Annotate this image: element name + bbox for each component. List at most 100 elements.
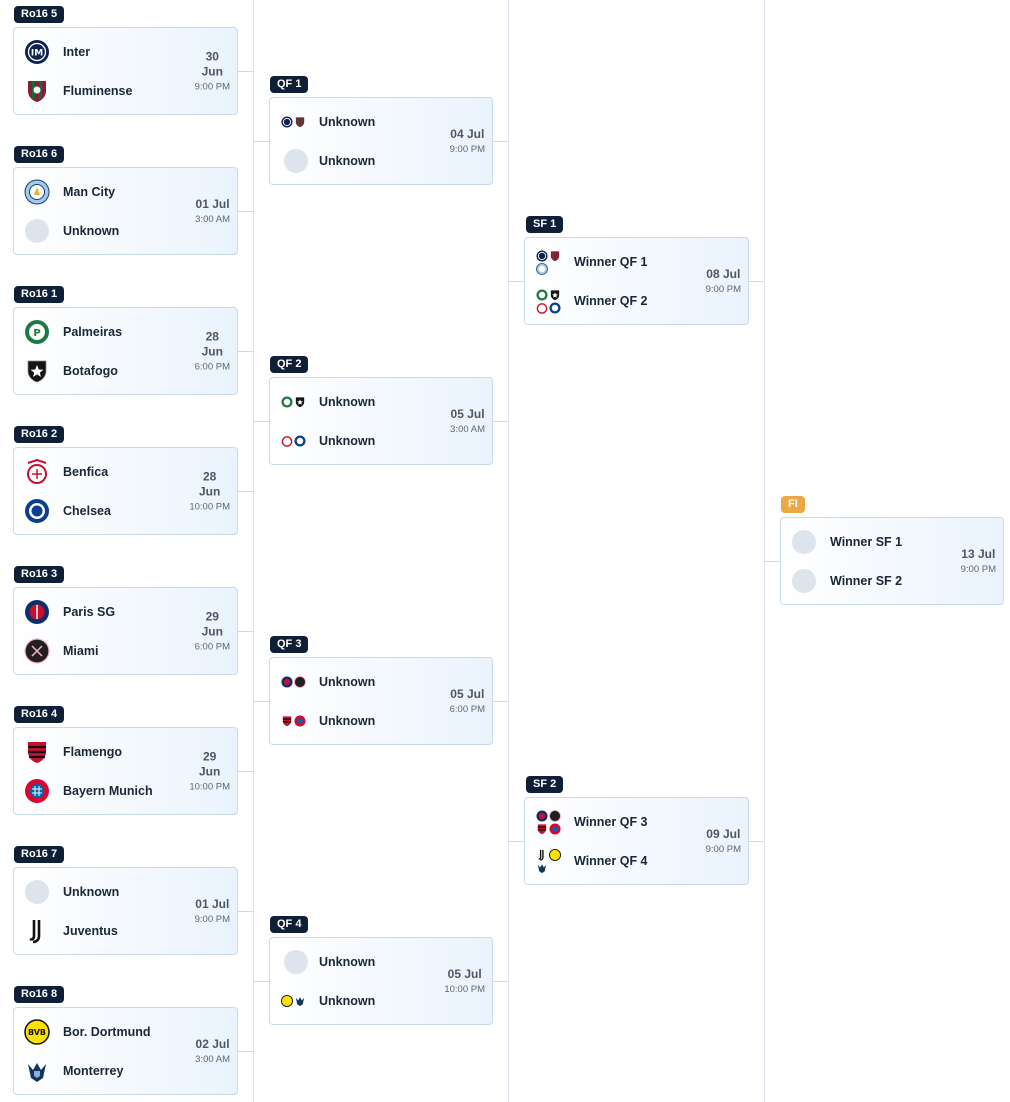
connector: [238, 1051, 253, 1052]
match-card-sf-1[interactable]: Winner QF 1 Winner QF 2 08 Jul 9:00 PM: [524, 237, 749, 325]
team-row[interactable]: Chelsea: [24, 497, 111, 525]
team-row[interactable]: Man City: [24, 178, 115, 206]
match-month: Jun: [201, 64, 223, 79]
match-time: 3:00 AM: [195, 214, 230, 225]
match-date: 29: [202, 749, 217, 764]
connector: [238, 771, 253, 772]
inter-fluminense-icons: [280, 109, 312, 135]
team-name: Winner SF 1: [830, 535, 903, 549]
connector: [238, 491, 253, 492]
man-city-icon: [24, 179, 50, 205]
match-card-qf-1[interactable]: Unknown Unknown 04 Jul 9:00 PM: [269, 97, 493, 185]
team-name: Unknown: [319, 115, 376, 129]
team-row[interactable]: Winner SF 2: [791, 567, 902, 595]
team-row[interactable]: Unknown: [24, 217, 119, 245]
team-row[interactable]: Flamengo: [24, 738, 122, 766]
team-row[interactable]: Botafogo: [24, 357, 118, 385]
team-row[interactable]: IM Inter: [24, 38, 90, 66]
team-row[interactable]: Winner QF 3: [535, 808, 648, 836]
match-time: 9:00 PM: [960, 564, 996, 575]
team-row[interactable]: Unknown: [280, 987, 375, 1015]
match-card-qf-3[interactable]: Unknown Unknown 05 Jul 6:00 PM: [269, 657, 493, 745]
match-card-sf-2[interactable]: Winner QF 3 Winner QF 4 09 Jul 9:00 PM: [524, 797, 749, 885]
palmeiras-botafogo-icons: [280, 389, 312, 415]
match-badge: Ro16 5: [14, 6, 65, 23]
team-row[interactable]: Benfica: [24, 458, 108, 486]
connector: [238, 351, 253, 352]
team-row[interactable]: Miami: [24, 637, 98, 665]
team-name: Juventus: [63, 924, 118, 938]
team-row[interactable]: Unknown: [280, 388, 375, 416]
team-row[interactable]: Winner QF 1: [535, 248, 648, 276]
match-card-qf-2[interactable]: Unknown Unknown 05 Jul 3:00 AM: [269, 377, 493, 465]
team-row[interactable]: Monterrey: [24, 1057, 123, 1085]
final-badge: FI: [781, 496, 805, 513]
column-divider: [764, 0, 765, 1102]
team-name: Winner QF 2: [574, 294, 648, 308]
team-row[interactable]: Unknown: [280, 707, 375, 735]
team-row[interactable]: Winner QF 2: [535, 287, 648, 315]
svg-text:IM: IM: [31, 49, 43, 59]
team-row[interactable]: Unknown: [280, 108, 375, 136]
team-row[interactable]: P Palmeiras: [24, 318, 122, 346]
team-row[interactable]: Fluminense: [24, 77, 132, 105]
flamengo-bayern-icons: [280, 708, 312, 734]
team-row[interactable]: Paris SG: [24, 598, 115, 626]
match-datetime: 05 Jul 3:00 AM: [450, 407, 485, 435]
team-row[interactable]: Unknown: [24, 878, 119, 906]
team-name: Unknown: [319, 434, 376, 448]
match-datetime: 05 Jul 10:00 PM: [444, 967, 485, 995]
qf4-teams-icons: [535, 848, 567, 874]
match-time: 10:00 PM: [189, 781, 230, 793]
team-row[interactable]: Winner SF 1: [791, 528, 902, 556]
team-row[interactable]: BVB Bor. Dortmund: [24, 1018, 151, 1046]
match-card-ro16-2[interactable]: Benfica Chelsea 28 Jun 10:00 PM: [13, 447, 238, 535]
placeholder-icon: [791, 568, 817, 594]
connector: [508, 841, 524, 842]
match-card-ro16-3[interactable]: Paris SG Miami 29 Jun 6:00 PM: [13, 587, 238, 675]
team-name: Unknown: [63, 224, 120, 238]
team-row[interactable]: Juventus: [24, 917, 118, 945]
team-name: Inter: [63, 45, 91, 59]
juventus-icon: [24, 918, 50, 944]
team-row[interactable]: Unknown: [280, 948, 375, 976]
connector: [749, 281, 764, 282]
qf2-teams-icons: [535, 288, 567, 314]
match-card-ro16-6[interactable]: Man City Unknown 01 Jul 3:00 AM: [13, 167, 238, 255]
connector: [238, 71, 253, 72]
match-time: 3:00 AM: [195, 1054, 230, 1065]
match-date: 09 Jul: [706, 827, 741, 841]
team-row[interactable]: Unknown: [280, 427, 375, 455]
match-card-qf-4[interactable]: Unknown Unknown 05 Jul 10:00 PM: [269, 937, 493, 1025]
monterrey-icon: [24, 1058, 50, 1084]
team-row[interactable]: Bayern Munich: [24, 777, 153, 805]
placeholder-icon: [791, 529, 817, 555]
team-name: Bayern Munich: [63, 784, 153, 798]
placeholder-icon: [280, 949, 312, 975]
match-time: 9:00 PM: [705, 284, 741, 295]
match-date: 13 Jul: [961, 547, 996, 561]
match-datetime: 28 Jun 6:00 PM: [195, 330, 230, 373]
connector: [238, 211, 253, 212]
match-card-ro16-8[interactable]: BVB Bor. Dortmund Monterrey 02 Jul 3:00 …: [13, 1007, 238, 1095]
team-row[interactable]: Unknown: [280, 668, 375, 696]
match-date: 05 Jul: [450, 407, 485, 421]
match-card-ro16-5[interactable]: IM Inter Fluminense 30 Jun 9:00 PM: [13, 27, 238, 115]
placeholder-icon: [24, 879, 50, 905]
team-name: Botafogo: [63, 364, 118, 378]
team-row[interactable]: Unknown: [280, 147, 375, 175]
match-card-ro16-7[interactable]: Unknown Juventus 01 Jul 9:00 PM: [13, 867, 238, 955]
connector: [493, 421, 508, 422]
bayern-icon: [24, 778, 50, 804]
match-time: 6:00 PM: [194, 361, 230, 373]
match-time: 10:00 PM: [444, 984, 485, 995]
match-card-ro16-4[interactable]: Flamengo Bayern Munich 29 Jun 10:00 PM: [13, 727, 238, 815]
match-card-final[interactable]: Winner SF 1 Winner SF 2 13 Jul 9:00 PM: [780, 517, 1004, 605]
team-row[interactable]: Winner QF 4: [535, 847, 648, 875]
connector: [238, 631, 253, 632]
match-date: 02 Jul: [195, 1037, 230, 1051]
match-datetime: 02 Jul 3:00 AM: [195, 1037, 230, 1065]
inter-icon: IM: [24, 39, 50, 65]
team-name: Unknown: [319, 994, 376, 1008]
match-card-ro16-1[interactable]: P Palmeiras Botafogo 28 Jun 6:00 PM: [13, 307, 238, 395]
